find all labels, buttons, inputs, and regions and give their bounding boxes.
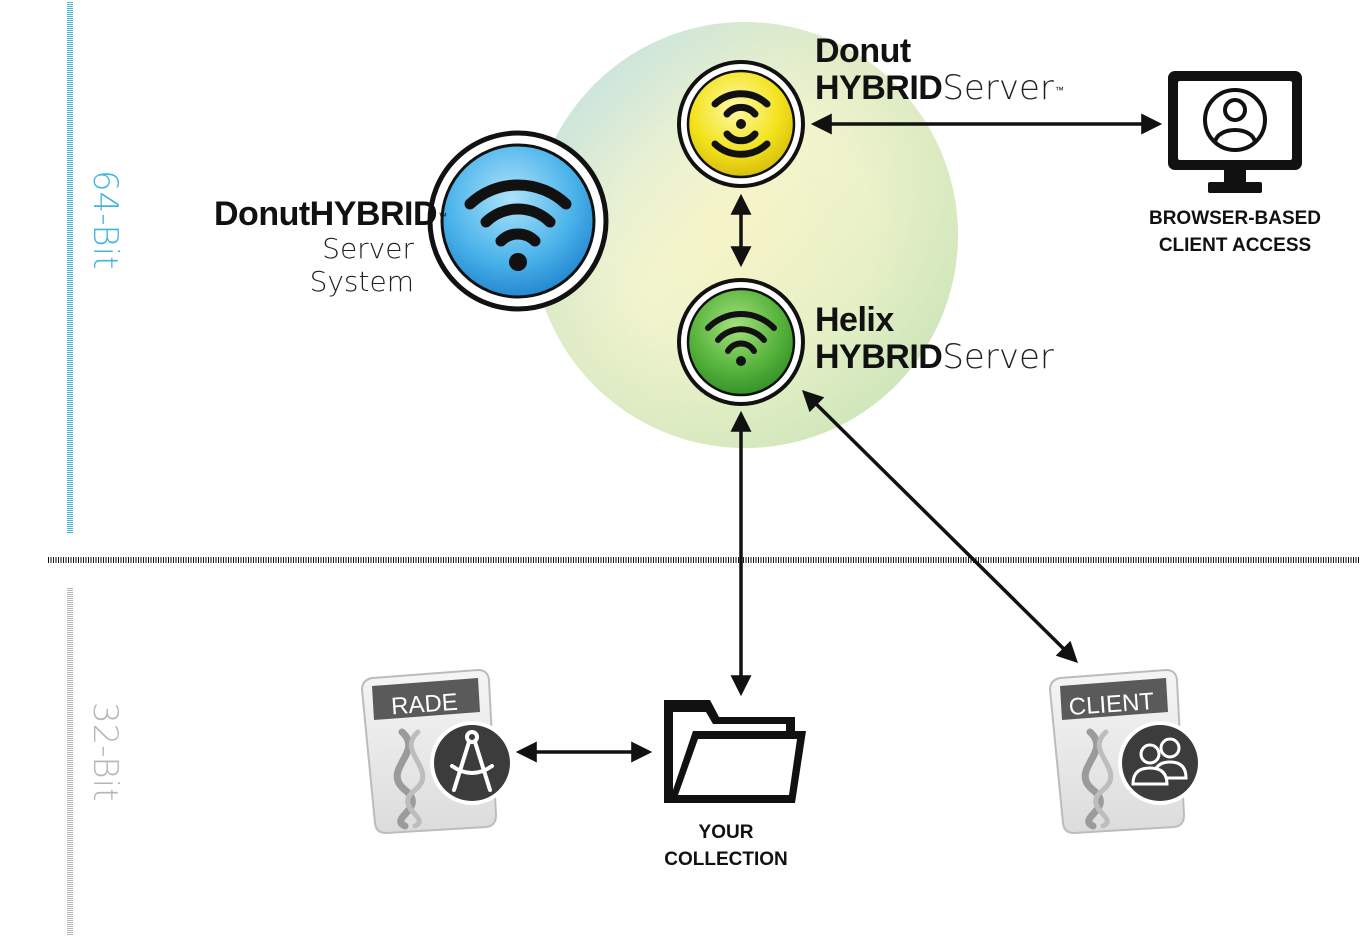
collection-label-line2: COLLECTION: [664, 849, 788, 870]
donut-server-light: Server: [942, 68, 1054, 108]
rade-app-icon[interactable]: RADE: [360, 668, 514, 835]
client-app-icon[interactable]: CLIENT: [1048, 668, 1202, 835]
wifi-icon: [464, 179, 572, 247]
helix-hybrid-server-node[interactable]: [677, 278, 805, 406]
donut-hybrid-server-node[interactable]: [677, 60, 805, 188]
label-64-bit: 64-Bit: [85, 170, 125, 270]
helix-server-line1: Helix: [815, 301, 894, 339]
collection-label: YOUR COLLECTION: [626, 819, 826, 873]
helix-client-arrow: [802, 390, 1078, 663]
rade-label: RADE: [390, 689, 458, 721]
helix-server-line2: HYBRIDServer: [815, 337, 1054, 377]
label-32-bit: 32-Bit: [85, 702, 125, 802]
wifi-icon: [705, 311, 777, 354]
compass-icon: [450, 730, 494, 792]
donut-hybrid-system-node[interactable]: [427, 130, 609, 312]
helix-server-bold: HYBRID: [815, 338, 943, 376]
browser-label: BROWSER-BASED CLIENT ACCESS: [1130, 205, 1340, 259]
system-name: DonutHYBRID: [214, 195, 438, 233]
donut-server-bold: HYBRID: [815, 69, 943, 107]
client-label: CLIENT: [1068, 688, 1155, 721]
system-tm: ™: [438, 210, 448, 221]
connection-arrows: [515, 113, 1163, 763]
collection-label-line1: YOUR: [698, 822, 754, 843]
users-icon: [1131, 737, 1188, 786]
donut-server-line1: Donut: [815, 32, 911, 70]
donut-server-tm: ™: [1054, 84, 1064, 95]
system-title: DonutHYBRID™: [214, 195, 447, 234]
donut-server-line2: HYBRIDServer™: [815, 68, 1064, 108]
user-icon: [1203, 88, 1267, 152]
browser-label-line2: CLIENT ACCESS: [1158, 235, 1312, 256]
monitor-icon[interactable]: [1168, 71, 1302, 193]
browser-label-line1: BROWSER-BASED: [1148, 208, 1322, 229]
system-subtitle: Server System: [309, 232, 414, 298]
donut-signal-icon: [711, 90, 771, 158]
helix-server-light: Server: [942, 337, 1054, 377]
folder-icon[interactable]: [664, 700, 806, 803]
